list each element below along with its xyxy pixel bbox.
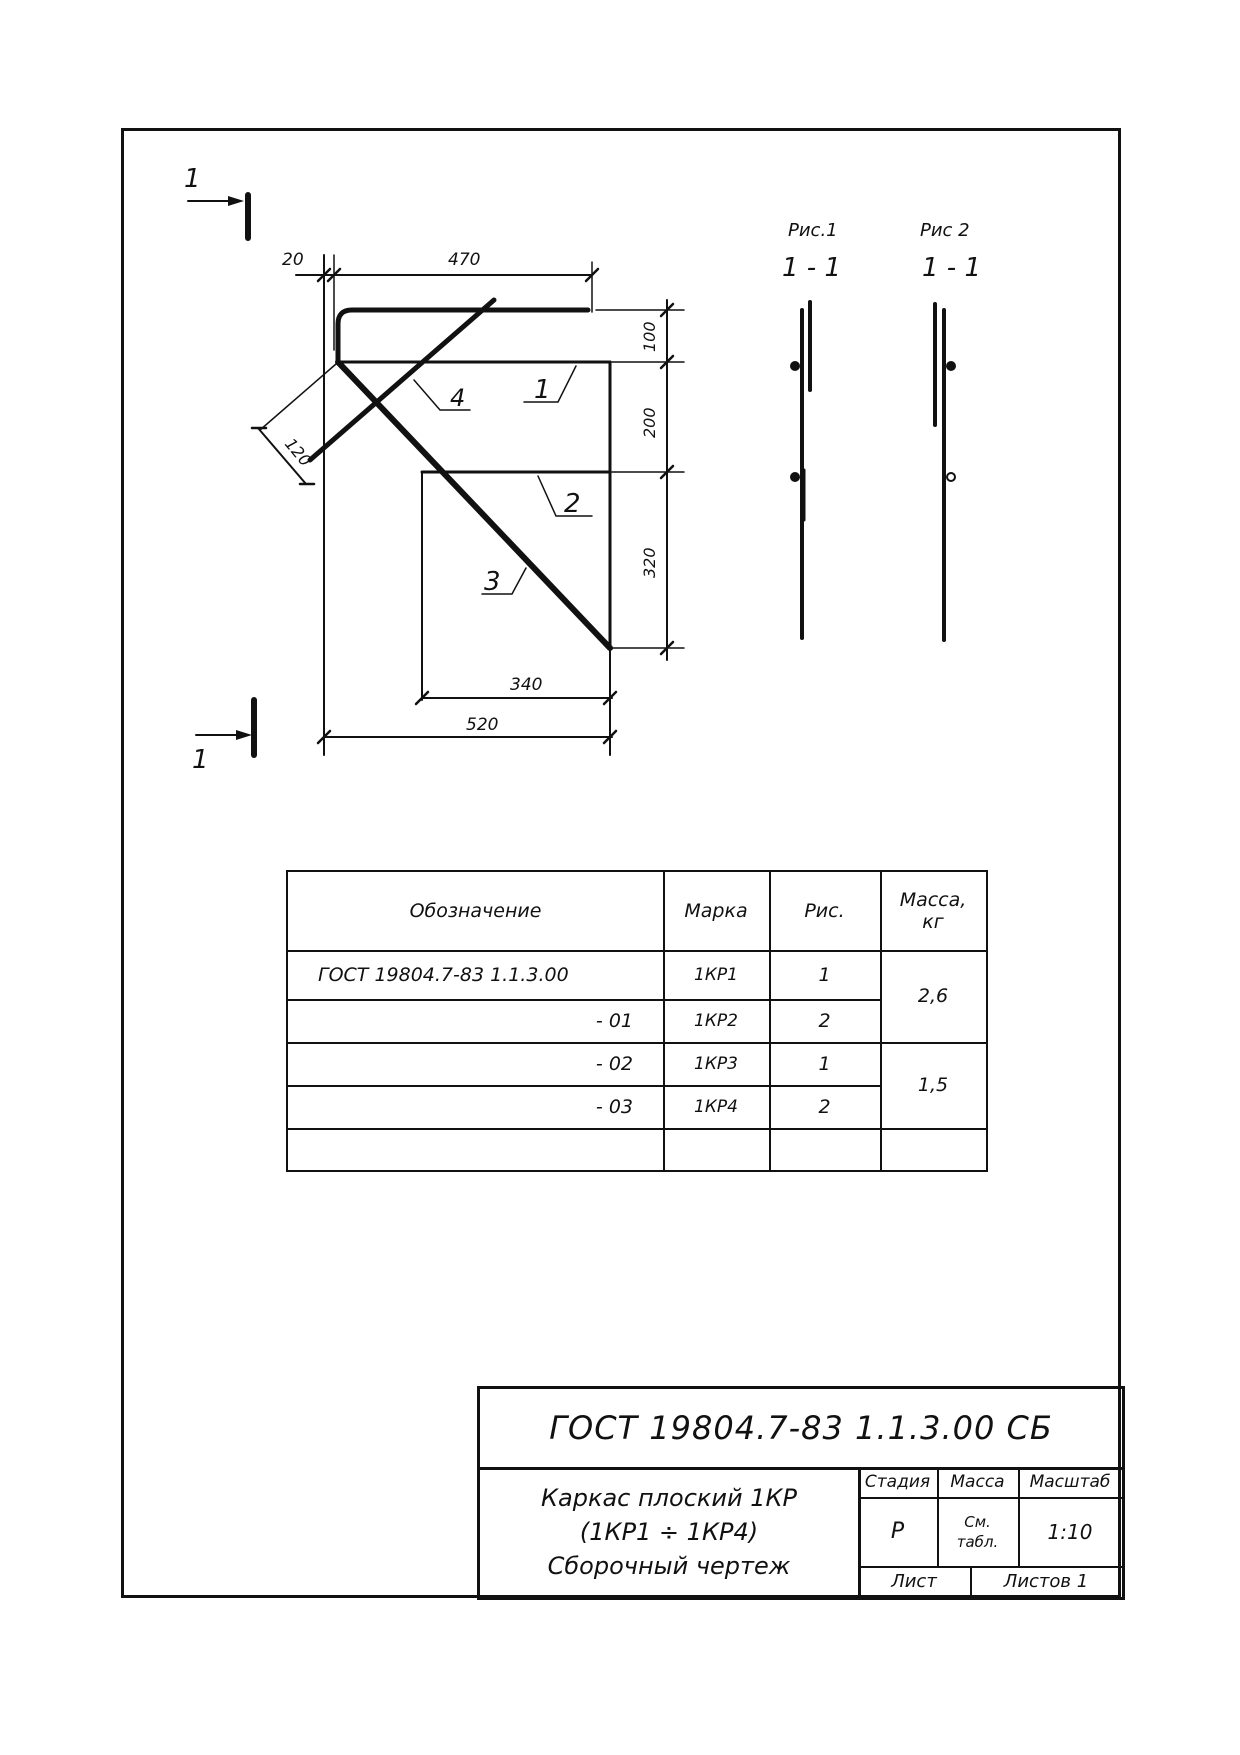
position-1: 1 bbox=[534, 375, 551, 405]
sheets-label: Листов 1 bbox=[1003, 1571, 1089, 1592]
header-mark: Марка bbox=[684, 900, 748, 922]
specification-table: Обозначение Марка Рис. Масса, кг ГОСТ 19… bbox=[286, 870, 988, 1172]
mass-group-1: 2,6 bbox=[917, 985, 949, 1007]
table-row-1-mark: 1КР1 bbox=[694, 964, 738, 985]
table-row-1-fig: 1 bbox=[818, 963, 831, 986]
stage-label: Стадия bbox=[864, 1472, 931, 1492]
document-code: ГОСТ 19804.7-83 1.1.3.00 СБ bbox=[549, 1409, 1053, 1447]
mass-label: Масса bbox=[950, 1472, 1005, 1492]
leader-2 bbox=[537, 475, 593, 517]
bar-top-bent bbox=[335, 307, 591, 365]
section-label-bottom: 1 bbox=[192, 745, 209, 775]
sheet-label: Лист bbox=[891, 1571, 937, 1592]
scale-label: Масштаб bbox=[1029, 1472, 1111, 1492]
mass-value-line1: См. bbox=[964, 1512, 991, 1531]
dim-520: 520 bbox=[466, 715, 498, 735]
fig2-section-label: 1 - 1 bbox=[922, 253, 981, 283]
table-row-3-fig: 1 bbox=[818, 1052, 831, 1075]
bar-3-diagonal bbox=[335, 359, 613, 651]
header-mass-line2: кг bbox=[922, 911, 944, 933]
table-row-4-designation: - 03 bbox=[595, 1095, 633, 1118]
header-mass: Масса, кг bbox=[880, 872, 986, 950]
dim-340: 340 bbox=[510, 675, 542, 695]
position-4: 4 bbox=[450, 384, 465, 412]
bar-4-diagonal bbox=[307, 297, 497, 463]
header-mass-line1: Масса, bbox=[899, 889, 967, 911]
leader-4 bbox=[413, 379, 471, 411]
document-name: Каркас плоский 1КР (1КР1 ÷ 1КР4) Сборочн… bbox=[480, 1467, 858, 1597]
header-designation: Обозначение bbox=[409, 900, 542, 922]
table-row-4-fig: 2 bbox=[818, 1095, 831, 1118]
table-row-2-mark: 1КР2 bbox=[694, 1010, 738, 1031]
section-label-top: 1 bbox=[184, 164, 201, 194]
dim-320: 320 bbox=[640, 547, 659, 578]
table-row-2-designation: - 01 bbox=[595, 1009, 633, 1032]
table-row-3-mark: 1КР3 bbox=[694, 1053, 738, 1074]
mass-value-line2: табл. bbox=[956, 1532, 999, 1551]
title-block: ГОСТ 19804.7-83 1.1.3.00 СБ Каркас плоск… bbox=[477, 1386, 1125, 1600]
fig2-caption: Рис 2 bbox=[920, 220, 970, 241]
dim-20: 20 bbox=[282, 250, 304, 270]
fig1-section-label: 1 - 1 bbox=[782, 253, 841, 283]
stage-value: Р bbox=[890, 1519, 905, 1544]
fig1-caption: Рис.1 bbox=[788, 220, 838, 241]
leader-1 bbox=[523, 365, 577, 403]
table-row-2-fig: 2 bbox=[818, 1009, 831, 1032]
mass-value: См. табл. bbox=[937, 1497, 1018, 1566]
scale-value: 1:10 bbox=[1047, 1519, 1093, 1544]
leader-3 bbox=[481, 567, 527, 595]
table-row-4-mark: 1КР4 bbox=[694, 1096, 738, 1117]
document-name-line1: Каркас плоский 1КР bbox=[540, 1484, 798, 1512]
dim-470: 470 bbox=[448, 250, 480, 270]
document-name-line2: (1КР1 ÷ 1КР4) bbox=[579, 1518, 759, 1546]
document-name-line3: Сборочный чертеж bbox=[547, 1552, 791, 1580]
table-row-3-designation: - 02 bbox=[595, 1052, 633, 1075]
dim-100: 100 bbox=[640, 321, 659, 352]
mass-group-2: 1,5 bbox=[917, 1074, 949, 1096]
table-row-1-designation: ГОСТ 19804.7-83 1.1.3.00 bbox=[318, 963, 569, 986]
position-3: 3 bbox=[484, 567, 501, 597]
drawing-frame bbox=[121, 128, 1121, 1598]
dim-120: 120 bbox=[281, 434, 315, 470]
dim-200: 200 bbox=[640, 407, 659, 438]
position-2: 2 bbox=[564, 489, 581, 519]
header-fig: Рис. bbox=[804, 900, 845, 922]
